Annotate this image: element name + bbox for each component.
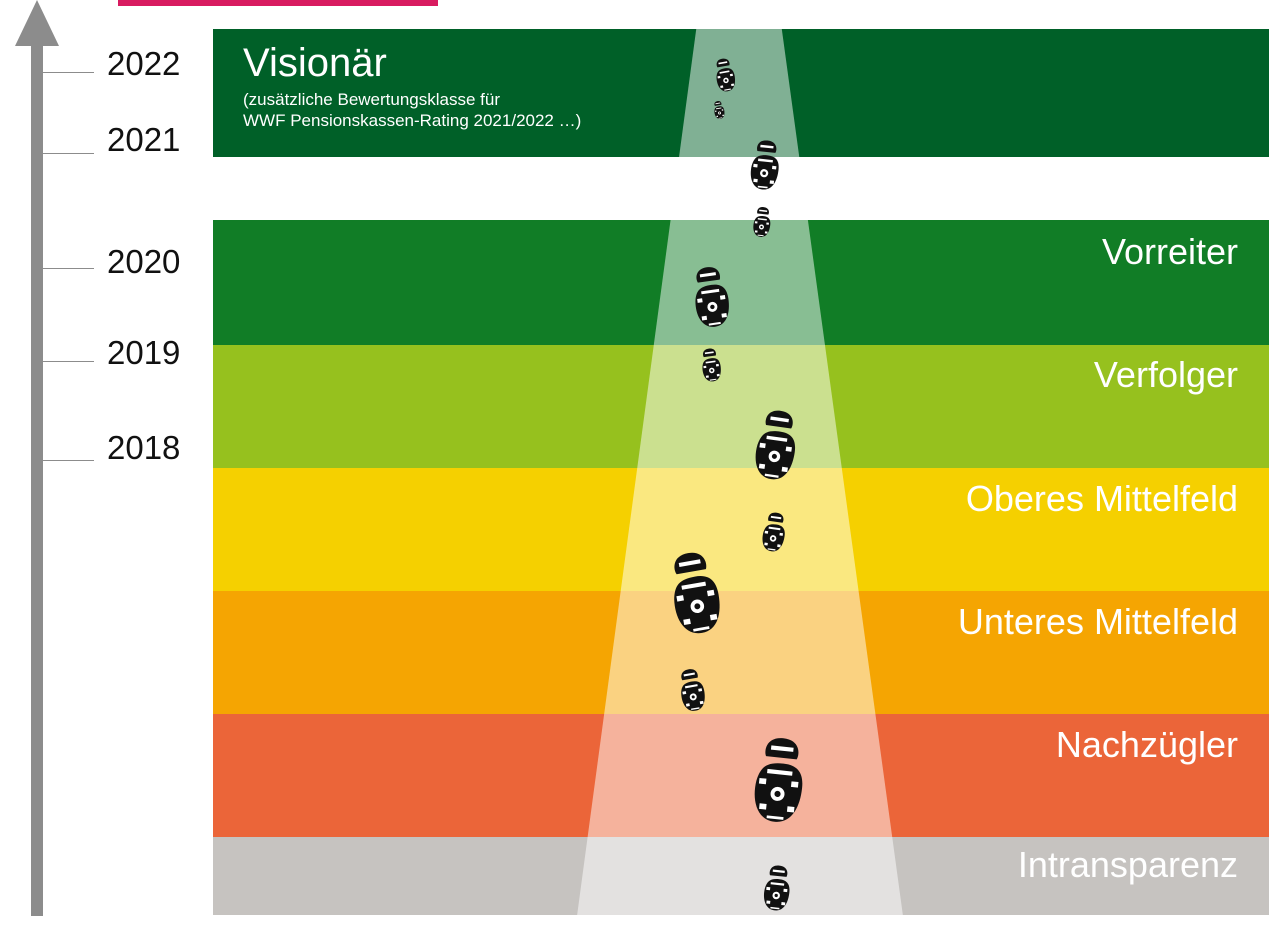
band-label-verfolger: Verfolger [1093,354,1238,395]
band-visionaer-subtitle: (zusätzliche Bewertungsklasse für WWF Pe… [243,89,581,132]
band-label-visionaer: Visionär [243,41,387,85]
band-label-unteres-mittelfeld: Unteres Mittelfeld [957,601,1238,642]
year-label-2019: 2019 [107,334,181,371]
axis-tick-2019 [42,361,94,362]
year-label-2018: 2018 [107,429,181,466]
band-label-intransparenz: Intransparenz [1017,844,1238,885]
year-label-2021: 2021 [107,121,181,158]
year-axis-arrow [31,40,43,916]
subtitle-line: (zusätzliche Bewertungsklasse für [243,90,501,109]
band-label-nachzuegler: Nachzügler [1055,724,1238,765]
subtitle-line: WWF Pensionskassen-Rating 2021/2022 …) [243,111,582,131]
axis-tick-2018 [42,460,94,461]
progress-path [577,16,903,916]
axis-tick-2020 [42,268,94,269]
title-strip [118,0,438,6]
band-label-oberes-mittelfeld: Oberes Mittelfeld [965,478,1238,519]
band-label-vorreiter: Vorreiter [1101,231,1238,272]
year-label-2020: 2020 [107,243,181,280]
year-label-2022: 2022 [107,45,181,82]
axis-tick-2022 [42,72,94,73]
axis-tick-2021 [42,153,94,154]
arrow-up-icon [15,0,59,46]
